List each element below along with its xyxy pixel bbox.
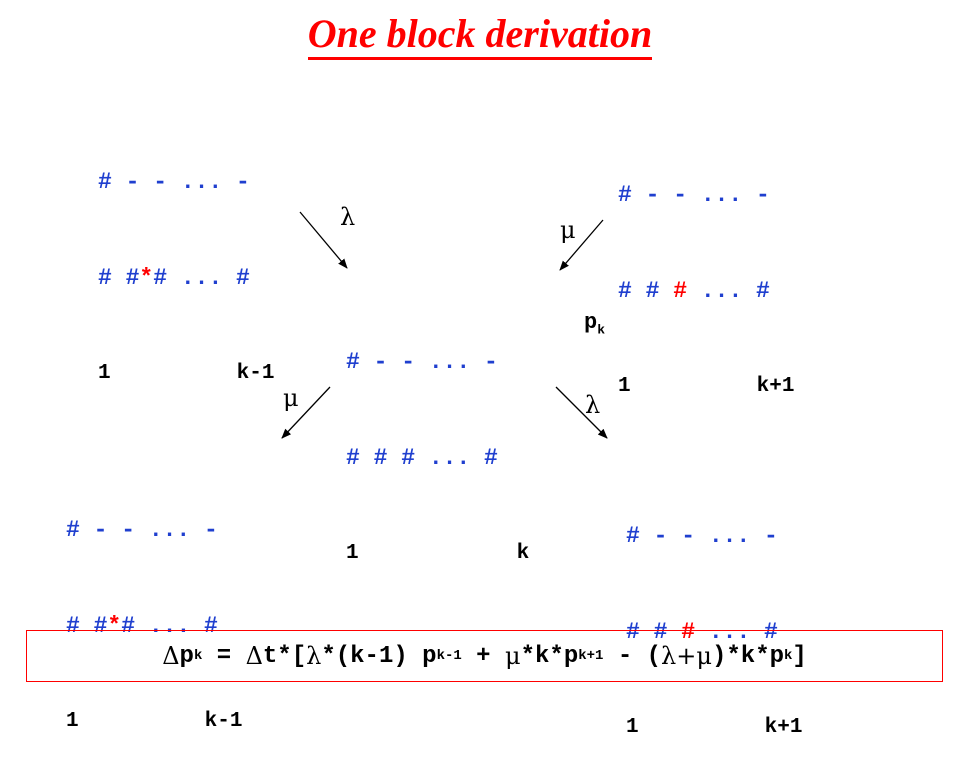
arrow-bottom-left <box>281 386 331 439</box>
arrow-top-left <box>299 211 348 269</box>
probability-label: pk <box>584 310 606 338</box>
state-row-top: # - - ... - <box>66 517 218 543</box>
arrow-top-right <box>559 219 604 271</box>
state-row-top: # - - ... - <box>626 523 778 549</box>
star-marker: * <box>107 613 122 639</box>
state-row-bottom: # # # ... # <box>346 445 498 471</box>
rate-top-left: λ <box>340 203 356 231</box>
state-row-bottom: # #*# ... # <box>98 265 250 291</box>
star-marker: * <box>139 265 154 291</box>
arrow-bottom-right <box>555 386 608 439</box>
new-block-marker: # <box>681 619 696 645</box>
rate-bottom-right: λ <box>585 391 601 419</box>
state-row-top: # - - ... - <box>618 182 770 208</box>
state-row-bottom: # # # ... # <box>618 278 770 304</box>
state-row-bottom: # #*# ... # <box>66 613 218 639</box>
state-row-bottom: # # # ... # <box>626 619 778 645</box>
state-row-top: # - - ... - <box>346 349 498 375</box>
page-title: One block derivation <box>0 10 960 60</box>
rate-top-right: μ <box>560 216 576 244</box>
rate-bottom-left: μ <box>283 384 299 412</box>
transition-arrows <box>281 211 608 439</box>
state-row-top: # - - ... - <box>98 169 250 195</box>
new-block-marker: # <box>673 278 688 304</box>
